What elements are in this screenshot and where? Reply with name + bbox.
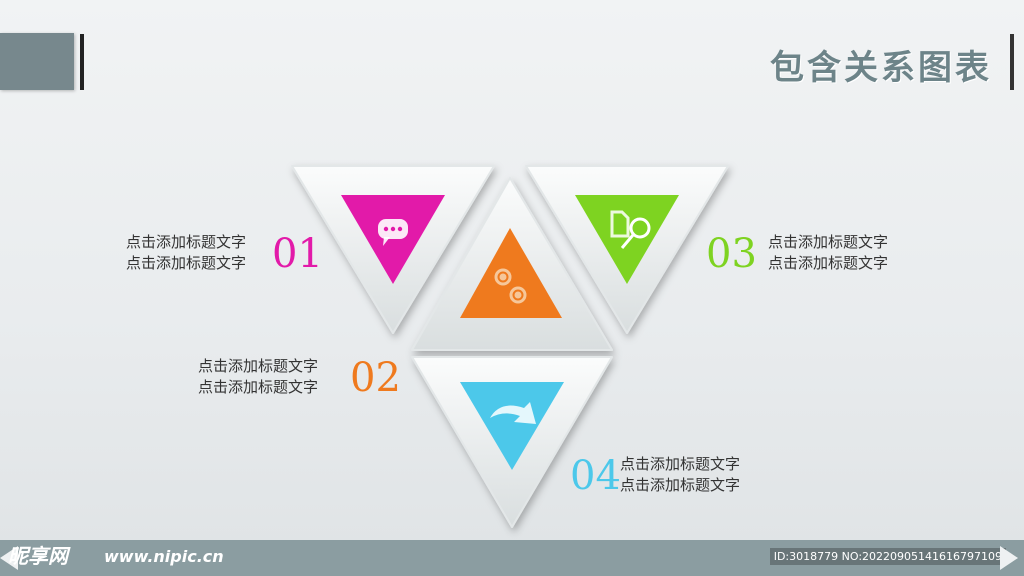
magnify-document-icon [610, 210, 651, 249]
label-03-line2: 点击添加标题文字 [768, 254, 889, 272]
label-03-line1: 点击添加标题文字 [768, 233, 889, 251]
gears-icon [494, 268, 527, 304]
number-01: 01 [272, 231, 323, 277]
label-03: 点击添加标题文字 点击添加标题文字 [768, 232, 888, 274]
label-02: 点击添加标题文字 点击添加标题文字 [198, 356, 318, 398]
triangle-frame-center [411, 177, 613, 351]
triangle-frame-right [525, 165, 729, 334]
chat-bubble-icon [378, 219, 408, 246]
label-02-line1: 点击添加标题文字 [198, 357, 319, 375]
next-arrow-icon[interactable] [1000, 546, 1018, 570]
label-02-line2: 点击添加标题文字 [198, 378, 319, 396]
footer-url[interactable]: www.nipic.cn [104, 547, 224, 566]
footer-logo: 昵享网 [8, 544, 68, 568]
header-block [0, 33, 74, 90]
label-01-line2: 点击添加标题文字 [126, 254, 247, 272]
page-title: 包含关系图表 [770, 48, 992, 88]
label-01-line1: 点击添加标题文字 [126, 233, 247, 251]
header-divider-right [1010, 34, 1014, 90]
footer-bar [0, 540, 1024, 576]
footer-image-id: ID:3018779 NO:20220905141616797109 [769, 548, 1006, 565]
number-03: 03 [706, 231, 757, 277]
label-04-line1: 点击添加标题文字 [620, 455, 741, 473]
curved-arrow-icon [490, 402, 536, 424]
triangle-frame-left [291, 165, 495, 334]
label-01: 点击添加标题文字 点击添加标题文字 [126, 232, 246, 274]
label-04-line2: 点击添加标题文字 [620, 476, 741, 494]
prev-arrow-icon[interactable] [0, 546, 18, 570]
header-divider-left [80, 34, 84, 90]
number-04: 04 [570, 453, 621, 499]
number-02: 02 [350, 355, 401, 401]
label-04: 点击添加标题文字 点击添加标题文字 [620, 454, 740, 496]
triangle-frame-bottom [411, 356, 613, 528]
